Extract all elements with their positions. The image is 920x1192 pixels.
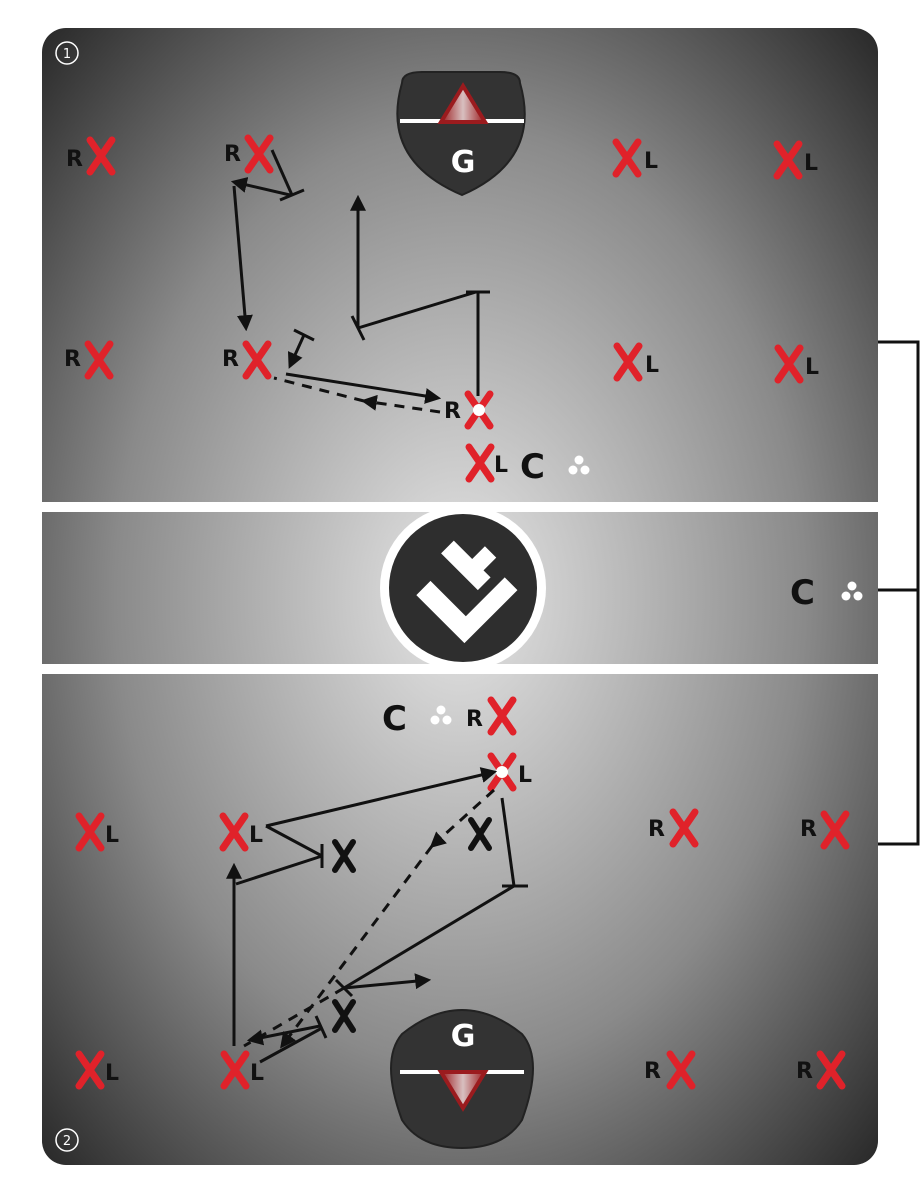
panel-number-1: 1 xyxy=(55,41,79,65)
top-movement-lines xyxy=(230,149,490,414)
bottom-x-l-2: L xyxy=(223,816,263,848)
svg-text:1: 1 xyxy=(63,47,71,62)
bottom-x-l-1: L xyxy=(79,816,119,848)
top-r-x-3: R xyxy=(64,344,110,376)
svg-text:L: L xyxy=(645,353,659,378)
svg-text:C: C xyxy=(520,447,545,487)
svg-text:R: R xyxy=(222,347,239,372)
top-goal: G xyxy=(396,71,526,197)
svg-text:C: C xyxy=(382,699,407,739)
svg-text:L: L xyxy=(644,149,658,174)
svg-text:R: R xyxy=(648,817,665,842)
half-bracket xyxy=(878,340,920,846)
bottom-goal: G xyxy=(390,1008,534,1150)
bottom-goal-label: G xyxy=(451,1019,476,1054)
svg-text:L: L xyxy=(805,355,819,380)
top-x-l-3: L xyxy=(617,346,659,378)
svg-text:R: R xyxy=(64,347,81,372)
svg-text:R: R xyxy=(466,707,483,732)
svg-text:L: L xyxy=(518,763,532,788)
top-r-x-1: R xyxy=(66,140,112,172)
bottom-r-x-top: R xyxy=(466,700,513,732)
bottom-r-x-3: R xyxy=(644,1054,692,1086)
center-logo xyxy=(380,505,546,671)
top-r-x-4: R xyxy=(222,344,268,376)
top-x-l-5: L xyxy=(469,447,508,479)
bottom-r-x-4: R xyxy=(796,1054,842,1086)
svg-text:R: R xyxy=(224,142,241,167)
top-goal-label: G xyxy=(451,145,476,180)
top-x-l-2: L xyxy=(777,144,818,176)
top-x-l-4: L xyxy=(778,348,819,380)
bottom-r-x-1: R xyxy=(648,812,695,844)
panel-number-2: 2 xyxy=(55,1128,79,1152)
bottom-r-x-2: R xyxy=(800,814,846,846)
svg-text:C: C xyxy=(790,573,815,613)
svg-text:L: L xyxy=(105,823,119,848)
midfield-coach: C xyxy=(790,573,863,613)
svg-text:R: R xyxy=(644,1059,661,1084)
svg-text:R: R xyxy=(444,399,461,424)
bottom-x-l-3: L xyxy=(79,1054,119,1086)
svg-text:2: 2 xyxy=(63,1134,71,1149)
top-x-l-1: L xyxy=(616,142,658,174)
top-coach: C xyxy=(520,447,590,487)
svg-text:R: R xyxy=(796,1059,813,1084)
top-r-x-ball: R xyxy=(444,394,490,426)
bottom-x-l-ball: L xyxy=(491,756,532,788)
svg-text:R: R xyxy=(800,817,817,842)
svg-text:L: L xyxy=(494,453,508,478)
bottom-coach: C xyxy=(382,699,452,739)
bottom-x-l-4: L xyxy=(224,1054,264,1086)
top-r-x-2: R xyxy=(224,138,270,170)
svg-text:L: L xyxy=(250,1061,264,1086)
svg-text:L: L xyxy=(249,823,263,848)
bottom-movement-lines xyxy=(226,767,528,1064)
svg-text:L: L xyxy=(804,151,818,176)
svg-text:L: L xyxy=(105,1061,119,1086)
svg-text:R: R xyxy=(66,147,83,172)
